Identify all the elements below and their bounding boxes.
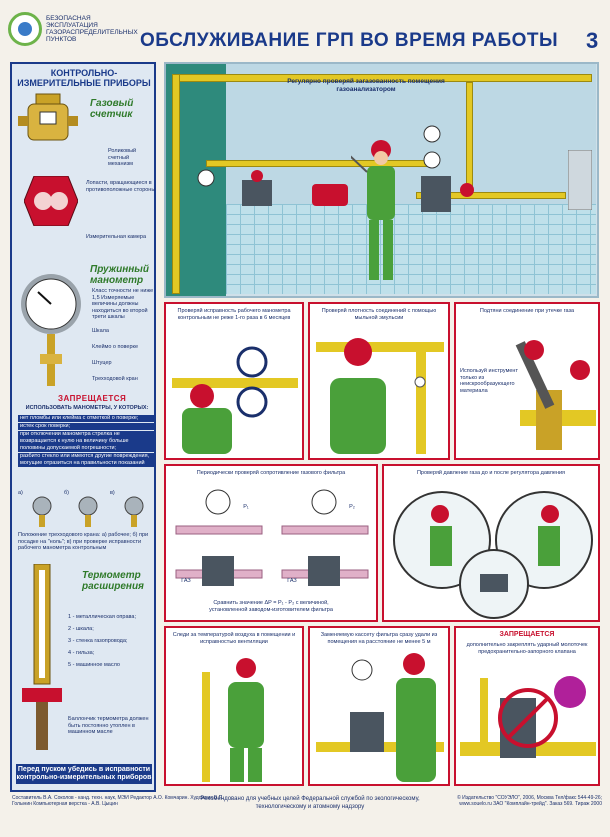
gas-meter-icon [18, 93, 78, 141]
page-title: ОБСЛУЖИВАНИЕ ГРП ВО ВРЕМЯ РАБОТЫ [140, 30, 559, 51]
panel-soap-check: Проверяй плотность соединений с помощью … [308, 302, 450, 460]
panel-note: Используй инструмент только из неискрооб… [460, 368, 518, 394]
manometer-label-stamp: Клеймо о поверке [92, 344, 139, 350]
chamber-label: Измерительная камера [86, 234, 147, 240]
forbidden-item: разбито стекло или имеются другие повреж… [18, 453, 154, 467]
panel-temperature: Следи за температурой воздуха в помещени… [164, 626, 304, 786]
forbidden-intro: ИСПОЛЬЗОВАТЬ МАНОМЕТРЫ, У КОТОРЫХ: [25, 405, 149, 411]
panel-text: Проверяй исправность рабочего манометра … [177, 308, 291, 321]
p1-label: P₁ [243, 504, 249, 510]
p2-label: P₂ [349, 504, 355, 510]
thermometer-heading: Термометр расширения [82, 570, 144, 592]
page-number: 3 [586, 28, 599, 53]
filter-diagram [175, 489, 369, 586]
panel-tighten: Подтяни соединение при утечке газа Испол… [454, 302, 600, 460]
manometer-label-valve: Трехходовой кран [92, 376, 138, 382]
valve-letter-c: в) [110, 490, 115, 496]
panel-pressure-check: Проверяй давление газа до и после регуля… [382, 464, 600, 622]
rotor-chamber-icon [24, 176, 78, 226]
cabinet-icon [568, 150, 592, 210]
regulator-icon [312, 184, 348, 206]
logo-icon [8, 12, 42, 46]
panel-text: дополнительно закреплять ударный молоточ… [466, 642, 588, 655]
series-title: БЕЗОПАСНАЯ ЭКСПЛУАТАЦИЯ ГАЗОРАСПРЕДЕЛИТЕ… [46, 15, 138, 43]
recommendation: Рекомендовано для учебных целей Федераль… [200, 796, 420, 810]
temperature-illustration [202, 658, 264, 782]
instruments-title: КОНТРОЛЬНО-ИЗМЕРИТЕЛЬНЫЕ ПРИБОРЫ [17, 68, 151, 88]
thermometer-note: Баллончик термометра должен быть постоян… [68, 716, 149, 735]
three-way-valve-icons [32, 496, 144, 527]
panel-text: Заменяемую кассету фильтра сразу удали и… [320, 632, 438, 645]
publisher: © Издательство "СОУЭЛО", 2006, Москва Те… [457, 795, 602, 807]
gas-label: ГАЗ [287, 578, 297, 584]
gauge-icon [423, 151, 441, 169]
filter-icon [421, 176, 474, 212]
panel-text: Периодически проверяй сопротивление газо… [196, 470, 346, 476]
mechanism-label: Роликовый счетный механизм [108, 148, 137, 167]
thermometer-icon [22, 564, 62, 750]
blades-label: Лопасти, вращающиеся в противоположные с… [86, 180, 156, 193]
manometer-label-scale: Шкала [92, 328, 109, 334]
forbidden-title: ЗАПРЕЩАЕТСЯ [499, 631, 555, 638]
gauge-icon [423, 125, 441, 143]
scene-banner: Регулярно проверяй загазованность помеще… [287, 78, 445, 93]
valve-letter-b: б) [64, 490, 69, 496]
panel-forbidden-hammer: ЗАПРЕЩАЕТСЯ дополнительно закреплять уда… [454, 626, 600, 786]
panel-filter-cassette: Заменяемую кассету фильтра сразу удали и… [308, 626, 450, 786]
valve-letter-a: а) [18, 490, 23, 496]
forbidden-list: нет пломбы или клейма с отметкой о повер… [18, 415, 154, 468]
panel-text: Подтяни соединение при утечке газа [479, 308, 575, 314]
manometer-label-fitting: Штуцер [92, 360, 112, 366]
panel-text: Проверяй плотность соединений с помощью … [321, 308, 437, 321]
forbidden-title: ЗАПРЕЩАЕТСЯ [58, 394, 127, 403]
manometer-heading: Пружинный манометр [90, 264, 149, 286]
pressure-check-illustration [393, 491, 593, 619]
pipe [172, 74, 180, 294]
main-scene: Регулярно проверяй загазованность помеще… [164, 62, 599, 298]
thermometer-part: 2 - шкала; [68, 626, 94, 632]
delta-p-formula: Сравнить значение ΔP = P₁ - P₂ с величин… [209, 600, 333, 613]
credits: Составитель В.А. Соколов - канд. техн. н… [12, 795, 224, 807]
manometer-check-illustration [172, 346, 298, 454]
header: БЕЗОПАСНАЯ ЭКСПЛУАТАЦИЯ ГАЗОРАСПРЕДЕЛИТЕ… [0, 0, 610, 62]
soap-check-illustration [316, 338, 444, 454]
valve-icon [242, 170, 272, 206]
panel-filter-resistance: Периодически проверяй сопротивление газо… [164, 464, 378, 622]
manometer-accuracy: Класс точности не ниже 1,5 Измеряемые ве… [92, 288, 154, 320]
thermometer-part: 1 - металлическая оправа; [68, 614, 136, 620]
gas-meter-heading: Газовый счетчик [90, 98, 134, 120]
forbidden-item: при отключении манометра стрелка не возв… [18, 431, 154, 452]
thermometer-part: 5 - машинное масло [68, 662, 120, 668]
cassette-illustration [316, 653, 444, 782]
gauge-icon [197, 169, 215, 187]
valve-caption: Положение трехходового крана: а) рабочее… [18, 532, 149, 551]
panel-manometer-check: Проверяй исправность рабочего манометра … [164, 302, 304, 460]
wrench-illustration [515, 340, 596, 450]
hammer-illustration [460, 676, 596, 758]
manometer-icon [21, 274, 81, 386]
thermometer-part: 3 - стенка газопровода; [68, 638, 128, 644]
forbidden-item: нет пломбы или клейма с отметкой о повер… [18, 415, 154, 422]
panel-text: Проверяй давление газа до и после регуля… [416, 470, 566, 476]
forbidden-item: истек срок поверки; [18, 423, 154, 430]
worker-icon [351, 140, 395, 280]
gas-label: ГАЗ [181, 578, 191, 584]
bottom-note: Перед пуском убедись в исправности контр… [16, 764, 152, 784]
back-wall [226, 64, 596, 204]
floor-grid [226, 204, 596, 294]
thermometer-part: 4 - гильза; [68, 650, 95, 656]
instruments-column: КОНТРОЛЬНО-ИЗМЕРИТЕЛЬНЫЕ ПРИБОРЫ Газовый… [10, 62, 156, 792]
pipe [416, 192, 566, 199]
panel-text: Следи за температурой воздуха в помещени… [172, 632, 296, 645]
